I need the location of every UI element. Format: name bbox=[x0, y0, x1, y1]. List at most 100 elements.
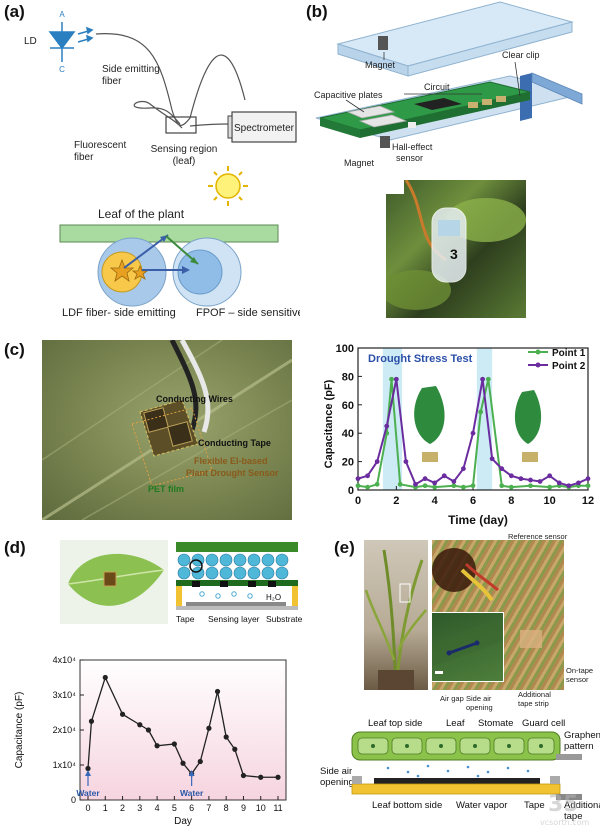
sensing-region-label-1: Sensing region bbox=[151, 144, 218, 155]
panel-b-label: (b) bbox=[306, 2, 328, 21]
water-vapor-label: Water vapor bbox=[456, 800, 507, 811]
panel-e-inset-photo bbox=[432, 612, 504, 682]
water-arrow-head bbox=[188, 770, 195, 776]
x-tick-label: 0 bbox=[85, 803, 90, 813]
spectrometer-box bbox=[227, 111, 297, 143]
ldf-fiber-circle bbox=[97, 237, 167, 307]
panel-c-label: (c) bbox=[4, 340, 25, 359]
y-tick-label: 40 bbox=[342, 428, 354, 440]
leaf-bottom-side-label: Leaf bottom side bbox=[372, 800, 442, 811]
chart-c-ylabel: Capacitance (pF) bbox=[323, 379, 335, 468]
laser-diode-icon bbox=[48, 22, 94, 62]
x-tick-label: 8 bbox=[224, 803, 229, 813]
series-2-point bbox=[374, 459, 380, 464]
capacitance-point bbox=[240, 772, 247, 779]
capacitance-point bbox=[275, 774, 281, 780]
capacitance-point bbox=[223, 734, 229, 740]
y-tick-label: 0 bbox=[71, 795, 76, 805]
leaf-inset-icon-1 bbox=[414, 386, 445, 462]
x-tick-label: 8 bbox=[508, 495, 514, 507]
series-2-point bbox=[461, 466, 466, 472]
reference-sensor-label: Reference sensor bbox=[508, 532, 568, 541]
magnet-top-label: Magnet bbox=[365, 60, 396, 70]
series-2-point bbox=[547, 473, 553, 479]
on-tape-sensor-label-1: On-tape bbox=[566, 666, 594, 675]
capacitance-point bbox=[197, 758, 203, 765]
pet-film-label: PET film bbox=[148, 484, 185, 494]
x-tick-label: 1 bbox=[103, 803, 108, 813]
series-1-point bbox=[528, 483, 533, 489]
fluorescent-fiber bbox=[133, 100, 183, 129]
series-2-point bbox=[489, 456, 495, 462]
magnet-top-icon bbox=[378, 36, 388, 50]
spectrometer-label: Spectrometer bbox=[234, 123, 295, 134]
series-1-point bbox=[508, 484, 514, 490]
side-air-opening-photo-label-1: Side air bbox=[466, 694, 492, 703]
capacitance-point bbox=[180, 760, 186, 766]
capacitance-line bbox=[87, 675, 278, 778]
y-tick-label: 1x10⁴ bbox=[53, 760, 77, 770]
series-2-point bbox=[499, 466, 505, 472]
x-tick-label: 10 bbox=[256, 803, 266, 813]
circuit-label: Circuit bbox=[424, 82, 450, 92]
x-tick-label: 6 bbox=[470, 495, 476, 507]
additional-tape-strip-label-1: Additional bbox=[518, 690, 551, 699]
watermark-main: 35 bbox=[548, 792, 579, 817]
hall-effect-label-1: Hall-effect bbox=[392, 142, 433, 152]
chart-c-title: Drought Stress Test bbox=[368, 353, 473, 365]
panel-e-photo-closeup bbox=[432, 540, 564, 690]
cathode-label: C bbox=[59, 65, 65, 74]
chart-d-plot-bg bbox=[79, 659, 287, 801]
series-1-point bbox=[585, 483, 591, 489]
on-tape-sensor-label-2: sensor bbox=[566, 675, 589, 684]
side-air-opening-label-1: Side air bbox=[320, 766, 352, 777]
h2o-label: H₂O bbox=[266, 593, 281, 602]
x-tick-label: 5 bbox=[172, 803, 177, 813]
ldf-label: LDF fiber- side emitting bbox=[62, 307, 176, 319]
sensing-region-label-2: (leaf) bbox=[173, 156, 196, 167]
air-gap-label: Air gap bbox=[440, 694, 464, 703]
capacitance-point bbox=[232, 746, 238, 752]
capacitive-plate-2 bbox=[358, 114, 408, 128]
side-emitting-label-1: Side emitting bbox=[102, 64, 160, 75]
side-air-opening-label-2: opening bbox=[320, 777, 354, 788]
y-tick-label: 4x10⁴ bbox=[53, 655, 77, 665]
chart-d-xlabel: Day bbox=[174, 816, 192, 827]
sun-icon bbox=[208, 166, 248, 206]
capacitance-point bbox=[214, 688, 221, 695]
flexible-sensor-label-2: Plant Drought Sensor bbox=[186, 468, 279, 478]
chart-c-legend: Point 1 Point 2 bbox=[528, 348, 586, 372]
fluorescent-label-2: fiber bbox=[74, 152, 94, 163]
capacitance-point bbox=[119, 711, 126, 717]
chart-d-ylabel: Capacitance (pF) bbox=[14, 692, 25, 769]
substrate-label: Substrate bbox=[266, 614, 302, 624]
series-1-point bbox=[397, 481, 403, 487]
tape-layer bbox=[351, 783, 561, 795]
sensing-region-box bbox=[165, 116, 197, 134]
series-1-point bbox=[547, 484, 553, 490]
x-tick-label: 2 bbox=[393, 495, 399, 507]
leaf-top-side-label: Leaf top side bbox=[368, 718, 422, 729]
x-tick-label: 4 bbox=[155, 803, 160, 813]
x-tick-label: 2 bbox=[120, 803, 125, 813]
panel-d-label: (d) bbox=[4, 538, 26, 557]
series-1-point bbox=[478, 409, 484, 415]
side-emitting-label-2: fiber bbox=[102, 76, 122, 87]
x-tick-label: 11 bbox=[273, 803, 282, 813]
series-2-point bbox=[518, 476, 524, 482]
circuit-chip bbox=[414, 98, 462, 110]
series-2-point bbox=[556, 480, 562, 486]
hall-effect-label-2: sensor bbox=[396, 153, 423, 163]
series-2-point bbox=[528, 477, 533, 483]
series-2-point bbox=[537, 479, 543, 484]
panel-a-label: (a) bbox=[4, 2, 25, 21]
series-2-point bbox=[566, 483, 572, 489]
capacitance-point bbox=[102, 674, 108, 681]
tape-label-e: Tape bbox=[524, 800, 545, 811]
y-tick-label: 20 bbox=[342, 457, 354, 469]
x-tick-label: 12 bbox=[582, 495, 594, 507]
x-tick-label: 10 bbox=[544, 495, 556, 507]
capacitance-point bbox=[137, 722, 143, 728]
